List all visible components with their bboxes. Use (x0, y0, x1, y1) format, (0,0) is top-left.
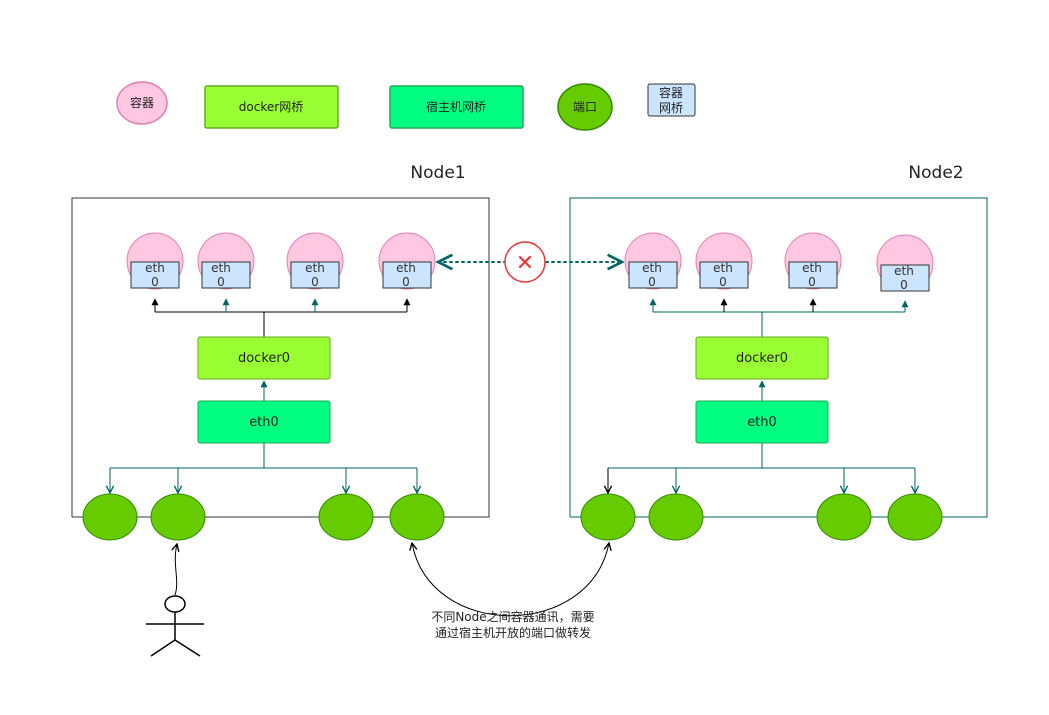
legend-host-bridge-shape (389, 85, 524, 129)
container-bridge-label-2: 0 (311, 275, 319, 289)
legend-container-shape (116, 81, 168, 125)
legend-container-bridge: 容器 网桥 (647, 83, 696, 117)
node2-docker-bridge: docker0 (695, 336, 829, 380)
node1-port-3 (318, 493, 374, 541)
legend-docker-bridge-shape (204, 85, 339, 129)
node1-docker-bridge: docker0 (197, 336, 331, 380)
node2-port-3 (816, 493, 872, 541)
legend-container-label: 容器 (130, 95, 154, 110)
legend-port-label: 端口 (573, 100, 597, 114)
user-actor (146, 544, 204, 657)
docker-bridge-shape (197, 336, 331, 380)
container-bridge-label: eth (713, 261, 733, 275)
docker-bridge-label: docker0 (238, 351, 290, 366)
container-bridge-label: eth (642, 261, 662, 275)
node2-port-1 (580, 493, 636, 541)
node2-container-3: eth 0 (784, 232, 842, 290)
node2-container-1: eth 0 (624, 232, 682, 290)
user-leg-left (150, 639, 176, 657)
container-bridge-label-2: 0 (151, 275, 159, 289)
container-bridge-label-2: 0 (217, 275, 225, 289)
node1-host-bridge: eth0 (197, 400, 331, 444)
node2-container-2: eth 0 (695, 232, 753, 290)
node1-container-3: eth 0 (286, 232, 344, 290)
node1-bridge-to-containers (151, 298, 411, 337)
node1-container-4: eth 0 (378, 232, 436, 290)
blocked-icon (504, 241, 546, 283)
node1-port-2 (150, 493, 206, 541)
node2-bridge-to-containers (649, 298, 909, 337)
user-head (164, 595, 186, 613)
node1-container-2: eth 0 (197, 232, 255, 290)
node2-title: Node2 (908, 163, 963, 183)
legend-container-bridge-label-1: 容器 (659, 85, 683, 100)
node1: eth 0 eth 0 eth 0 eth 0 (71, 197, 490, 541)
legend-port: 端口 (557, 83, 613, 131)
container-bridge-box (788, 261, 838, 289)
node1-port-1 (82, 493, 138, 541)
docker-bridge-label: docker0 (736, 351, 788, 366)
container-bridge-label: eth (802, 261, 822, 275)
node2-host-bridge: eth0 (695, 400, 829, 444)
docker-bridge-shape (695, 336, 829, 380)
user-leg-right (174, 639, 201, 657)
node1-host-to-ports (110, 443, 417, 493)
user-access-arrow (175, 544, 177, 596)
node2-container-4: eth 0 (876, 234, 934, 292)
container-bridge-label-2: 0 (402, 275, 410, 289)
container-bridge-label-2: 0 (900, 278, 908, 292)
legend-docker-bridge: docker网桥 (204, 85, 339, 129)
legend-port-shape (557, 83, 613, 131)
container-bridge-label-2: 0 (648, 275, 656, 289)
legend-host-bridge-label: 宿主机网桥 (426, 99, 486, 114)
node2-port-2 (648, 493, 704, 541)
node2-host-to-ports (608, 443, 915, 493)
node2-port-4 (887, 493, 943, 541)
container-bridge-box (880, 264, 930, 292)
container-bridge-label-2: 0 (719, 275, 727, 289)
node2: eth 0 eth 0 eth 0 eth 0 (569, 197, 988, 541)
port-forward-curve-arrow (412, 543, 609, 617)
container-bridge-label: eth (305, 261, 325, 275)
container-bridge-label: eth (894, 264, 914, 278)
note-line-2: 通过宿主机开放的端口做转发 (435, 625, 591, 640)
node1-container-1: eth 0 (126, 232, 184, 290)
legend-container: 容器 (116, 81, 168, 125)
container-bridge-label: eth (211, 261, 231, 275)
container-bridge-box (382, 261, 432, 289)
node1-port-4 (389, 493, 445, 541)
legend-host-bridge: 宿主机网桥 (389, 85, 524, 129)
container-bridge-box (699, 261, 749, 289)
legend-docker-bridge-label: docker网桥 (239, 100, 303, 114)
container-bridge-label-2: 0 (808, 275, 816, 289)
legend-container-bridge-label-2: 网桥 (659, 101, 683, 115)
legend: 容器 docker网桥 宿主机网桥 端口 容器 网桥 (116, 81, 696, 131)
container-bridge-box (130, 261, 180, 289)
node1-title: Node1 (410, 163, 465, 183)
container-bridge-label: eth (396, 261, 416, 275)
legend-container-bridge-shape (647, 83, 696, 117)
host-bridge-label: eth0 (249, 415, 279, 430)
blocked-icon-glyph: ✕ (516, 251, 534, 276)
container-bridge-label: eth (145, 261, 165, 275)
blocked-direct-link: ✕ (438, 241, 622, 283)
container-bridge-box (290, 261, 340, 289)
host-bridge-label: eth0 (747, 415, 777, 430)
note-line-1: 不同Node之间容器通讯，需要 (431, 609, 594, 624)
container-bridge-box (628, 261, 678, 289)
container-bridge-box (201, 261, 251, 289)
